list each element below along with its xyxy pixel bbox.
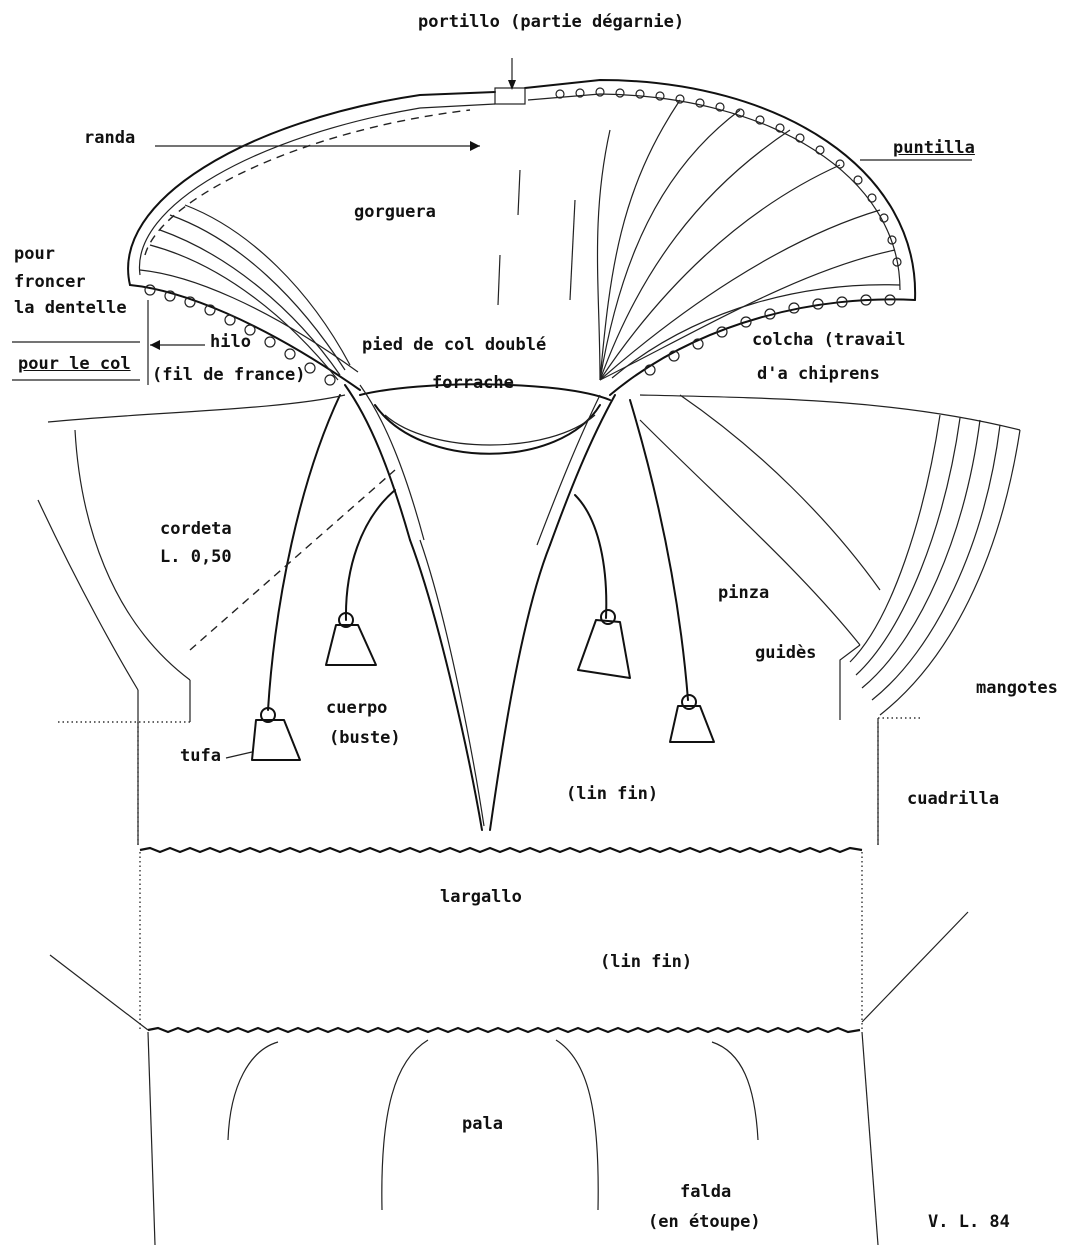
seam-lines	[50, 848, 968, 1245]
label-mangotes: mangotes	[976, 680, 1058, 697]
label-pinza: pinza	[718, 585, 769, 602]
label-puntilla: puntilla	[893, 140, 975, 157]
label-cordeta-length: L. 0,50	[160, 549, 232, 566]
label-tufa: tufa	[180, 748, 221, 765]
label-la-dentelle: la dentelle	[14, 300, 127, 317]
label-en-etoupe: (en étoupe)	[648, 1214, 761, 1231]
label-chiprens: d'a chiprens	[757, 366, 880, 383]
label-pied-de-col: pied de col doublé	[362, 337, 546, 354]
body-outline	[38, 395, 1020, 848]
label-froncer: froncer	[14, 274, 86, 291]
label-hilo: hilo	[210, 334, 251, 351]
label-pala: pala	[462, 1116, 503, 1133]
label-randa: randa	[84, 130, 135, 147]
label-buste: (buste)	[329, 730, 401, 747]
label-pour: pour	[14, 246, 55, 263]
label-gorguera: gorguera	[354, 204, 436, 221]
label-pour-le-col: pour le col	[18, 356, 131, 373]
cords-and-tassels	[226, 395, 714, 760]
label-fil-de-france: (fil de france)	[152, 367, 306, 384]
label-forrache: forrache	[432, 375, 514, 392]
label-guides: guidès	[755, 645, 816, 662]
label-portillo: portillo (partie dégarnie)	[418, 14, 684, 31]
label-falda: falda	[680, 1184, 731, 1201]
label-cuadrilla: cuadrilla	[907, 791, 999, 808]
label-lin-fin-largallo: (lin fin)	[600, 954, 692, 971]
label-cordeta: cordeta	[160, 521, 232, 538]
label-largallo: largallo	[440, 889, 522, 906]
neckline	[345, 384, 615, 830]
label-colcha: colcha (travail	[752, 332, 906, 349]
label-lin-fin-cuerpo: (lin fin)	[566, 786, 658, 803]
label-cuerpo: cuerpo	[326, 700, 387, 717]
artist-signature: V. L. 84	[928, 1214, 1010, 1231]
